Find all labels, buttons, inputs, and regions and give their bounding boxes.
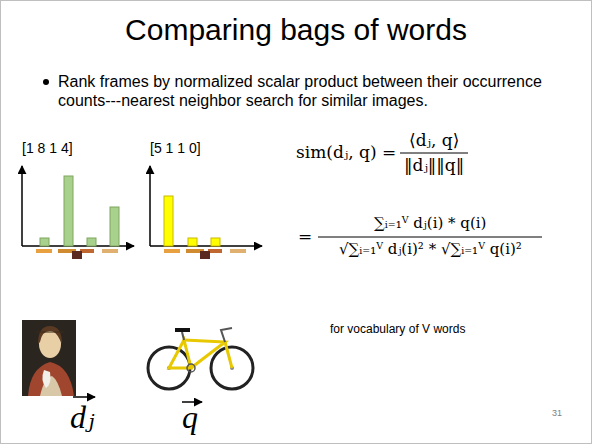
bullet-text: Rank frames by normalized scalar product… (58, 72, 548, 110)
portrait-image (22, 320, 76, 396)
histogram-query (150, 166, 262, 259)
formula-text: sim(dⱼ, q) = (296, 142, 396, 162)
fraction-bar (400, 153, 468, 154)
formula-numerator: ∑ᵢ₌₁ⱽ dⱼ(i) * q(i) (374, 214, 486, 232)
vector-label: dⱼ (70, 398, 94, 436)
fraction-bar (318, 237, 542, 238)
bullet-dot (43, 79, 49, 85)
formula-text: = (298, 226, 312, 246)
formula-denominator: ‖dⱼ‖‖q‖ (404, 155, 464, 175)
page-number: 31 (552, 408, 562, 419)
slide-title: Comparing bags of words (0, 12, 592, 48)
bicycle-image (148, 328, 253, 389)
note-text: for vocabulary of V words (330, 322, 465, 336)
formula-numerator: ⟨dⱼ, q⟩ (409, 130, 459, 150)
vector-arrow (73, 396, 95, 398)
formula-denominator: √∑ᵢ₌₁ⱽ dⱼ(i)² * √∑ᵢ₌₁ⱽ q(i)² (339, 240, 522, 258)
count-vector: [5 1 1 0] (150, 140, 201, 157)
histogram-document (22, 166, 134, 259)
vector-label: q (182, 398, 198, 436)
count-vector: [1 8 1 4] (22, 140, 73, 157)
